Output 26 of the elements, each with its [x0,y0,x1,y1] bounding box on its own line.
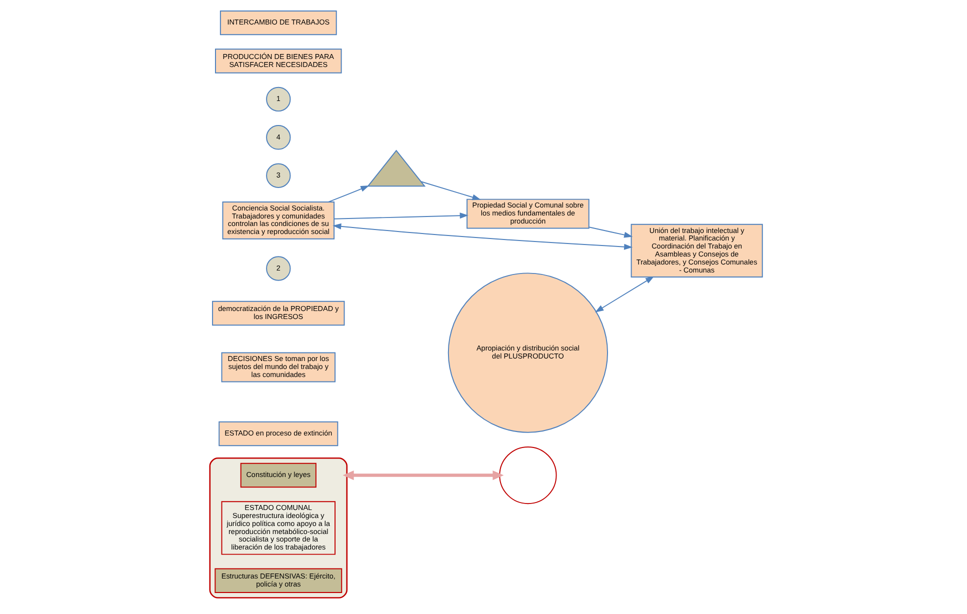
node-box: Constitución y leyes [240,462,316,488]
node-triangle [366,150,426,187]
arrow [595,276,654,312]
arrow [332,223,633,250]
arrow [420,181,481,200]
node-box: ESTADO COMUNAL Superestructura ideológica y jurídico política como apoyo a la reproducción metabólico-social socialista y soporte de la liberación de los trabajadores [221,501,336,555]
node-circle: 3 [266,163,291,188]
node-box: Unión del trabajo intelectual y material. Planificación y Coordinación del Trabajo en Asambleas y Consejos de Trabajadores, y Consejos Comunales - Comunas [630,224,763,278]
node-box: INTERCAMBIO DE TRABAJOS [220,10,337,36]
node-circle: 1 [266,86,291,112]
node-box: DECISIONES Se toman por los sujetos del mundo del trabajo y las comunidades [221,352,336,382]
arrow [334,212,468,220]
arrow [328,186,370,202]
node-box: Conciencia Social Socialista. Trabajadores y comunidades controlan las condiciones de su existencia y reproducción social [222,201,335,240]
node-circle: Apropiación y distribución social del PLUSPRODUCTO [448,272,608,433]
node-box: Estructuras DEFENSIVAS: Ejército, policía y otras [214,568,342,593]
node-circle: 4 [266,125,291,150]
cluster [209,458,348,598]
node-circle: 2 [266,256,291,281]
node-box: ESTADO en proceso de extinción [218,421,338,446]
arrow [588,226,633,238]
node-box: Propiedad Social y Comunal sobre los medios fundamentales de producción [466,198,590,229]
node-box: PRODUCCIÓN DE BIENES PARA SATISFACER NECESIDADES [215,48,342,74]
node-circle [499,446,557,504]
node-box: democratización de la PROPIEDAD y los INGRESOS [212,300,345,326]
arrow [342,470,504,480]
